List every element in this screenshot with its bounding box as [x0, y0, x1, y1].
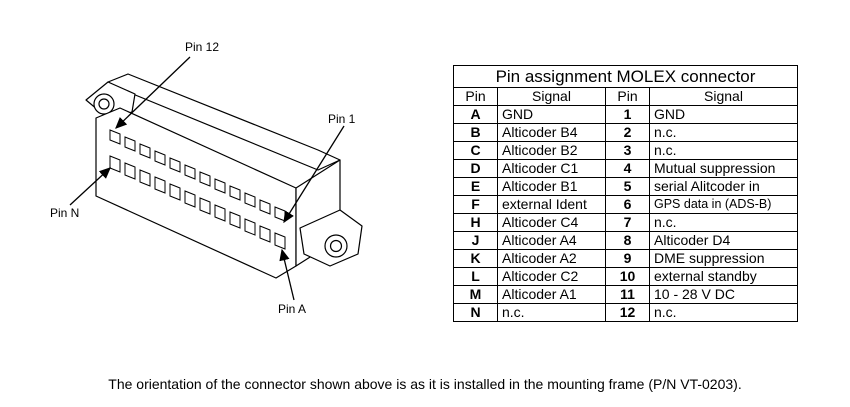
table-row: F external Ident 6 GPS data in (ADS-B)	[453, 195, 798, 214]
table-row: J Alticoder A4 8 Alticoder D4	[453, 231, 798, 250]
pin-assignment-table: Pin assignment MOLEX connector Pin Signa…	[453, 65, 798, 322]
pin-number: 7	[605, 213, 650, 232]
table-row: M Alticoder A1 11 10 - 28 V DC	[453, 285, 798, 304]
pinN-label: Pin N	[50, 206, 80, 220]
table-row: K Alticoder A2 9 DME suppression	[453, 249, 798, 268]
signal-cell: n.c.	[649, 303, 798, 322]
pin-letter: K	[453, 249, 498, 268]
table-row: B Alticoder B4 2 n.c.	[453, 123, 798, 142]
signal-cell: Alticoder B1	[497, 177, 606, 196]
table-row: D Alticoder C1 4 Mutual suppression	[453, 159, 798, 178]
pin1-label: Pin 1	[328, 112, 356, 126]
pin-number: 9	[605, 249, 650, 268]
signal-cell: Alticoder A1	[497, 285, 606, 304]
header-pin: Pin	[453, 87, 498, 106]
signal-cell: Mutual suppression	[649, 159, 798, 178]
signal-cell: Alticoder A4	[497, 231, 606, 250]
pin1-arrow	[283, 125, 345, 224]
pin-letter: C	[453, 141, 498, 160]
pin-letter: B	[453, 123, 498, 142]
pinA-arrow	[279, 248, 295, 301]
pinN-arrow	[69, 167, 111, 206]
table-row: E Alticoder B1 5 serial Alitcoder in	[453, 177, 798, 196]
signal-cell: n.c.	[497, 303, 606, 322]
pin-number: 8	[605, 231, 650, 250]
pin12-arrow	[115, 56, 191, 129]
pin-letter: N	[453, 303, 498, 322]
signal-cell: DME suppression	[649, 249, 798, 268]
pin-letter: J	[453, 231, 498, 250]
signal-cell: serial Alitcoder in	[649, 177, 798, 196]
pin-letter: L	[453, 267, 498, 286]
pin-letter: F	[453, 195, 498, 214]
pin-letter: M	[453, 285, 498, 304]
pin-letter: H	[453, 213, 498, 232]
pin-number: 12	[605, 303, 650, 322]
signal-cell: GND	[649, 105, 798, 124]
pin12-label: Pin 12	[185, 40, 220, 54]
table-row: H Alticoder C4 7 n.c.	[453, 213, 798, 232]
table-row: C Alticoder B2 3 n.c.	[453, 141, 798, 160]
pin-number: 6	[605, 195, 650, 214]
header-signal: Signal	[497, 87, 606, 106]
signal-cell: Alticoder D4	[649, 231, 798, 250]
header-pin: Pin	[605, 87, 650, 106]
pinA-label: Pin A	[278, 302, 307, 316]
signal-cell: Alticoder C2	[497, 267, 606, 286]
signal-cell: external standby	[649, 267, 798, 286]
pin-number: 1	[605, 105, 650, 124]
signal-cell: GND	[497, 105, 606, 124]
table-title: Pin assignment MOLEX connector	[453, 65, 798, 88]
pin-number: 2	[605, 123, 650, 142]
pin-cavities	[109, 129, 286, 250]
pin-number: 3	[605, 141, 650, 160]
signal-cell: n.c.	[649, 213, 798, 232]
pin-number: 10	[605, 267, 650, 286]
pin-number: 11	[605, 285, 650, 304]
signal-cell: Alticoder A2	[497, 249, 606, 268]
signal-cell: Alticoder B2	[497, 141, 606, 160]
pin-number: 5	[605, 177, 650, 196]
signal-cell: n.c.	[649, 123, 798, 142]
pin-letter: E	[453, 177, 498, 196]
signal-cell: Alticoder C4	[497, 213, 606, 232]
signal-cell: 10 - 28 V DC	[649, 285, 798, 304]
header-signal: Signal	[649, 87, 798, 106]
signal-cell: Alticoder B4	[497, 123, 606, 142]
orientation-note: The orientation of the connector shown a…	[108, 376, 742, 392]
signal-cell: GPS data in (ADS-B)	[649, 195, 798, 214]
connector-drawing	[69, 56, 363, 301]
table-row: A GND 1 GND	[453, 105, 798, 124]
table-row: N n.c. 12 n.c.	[453, 303, 798, 322]
pin-letter: D	[453, 159, 498, 178]
signal-cell: external Ident	[497, 195, 606, 214]
signal-cell: n.c.	[649, 141, 798, 160]
table-row: L Alticoder C2 10 external standby	[453, 267, 798, 286]
signal-cell: Alticoder C1	[497, 159, 606, 178]
pin-number: 4	[605, 159, 650, 178]
pin-letter: A	[453, 105, 498, 124]
